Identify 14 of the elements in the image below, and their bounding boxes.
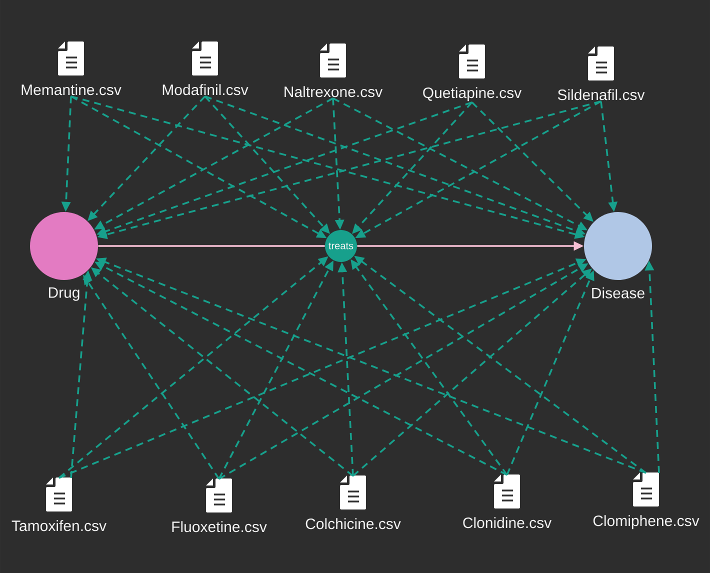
file-name: Colchicine.csv (306, 518, 401, 530)
file-name: Clomiphene.csv (593, 515, 700, 530)
node-label: Disease (592, 287, 644, 298)
file-name: Memantine.csv (22, 84, 122, 96)
file-name: Tamoxifen.csv (12, 520, 106, 532)
node-label: Drug (48, 287, 80, 301)
file-name: Naltrexone.csv (284, 86, 383, 98)
file-name: Clonidine.csv (463, 517, 552, 528)
file-name: Quetiapine.csv (423, 87, 522, 102)
connector-line (98, 245, 325, 247)
file-name: Fluoxetine.csv (172, 521, 267, 532)
file-name: Sildenafil.csv (558, 89, 645, 100)
file-name: Modafinil.csv (162, 84, 248, 96)
circle-node: treats (325, 230, 357, 262)
